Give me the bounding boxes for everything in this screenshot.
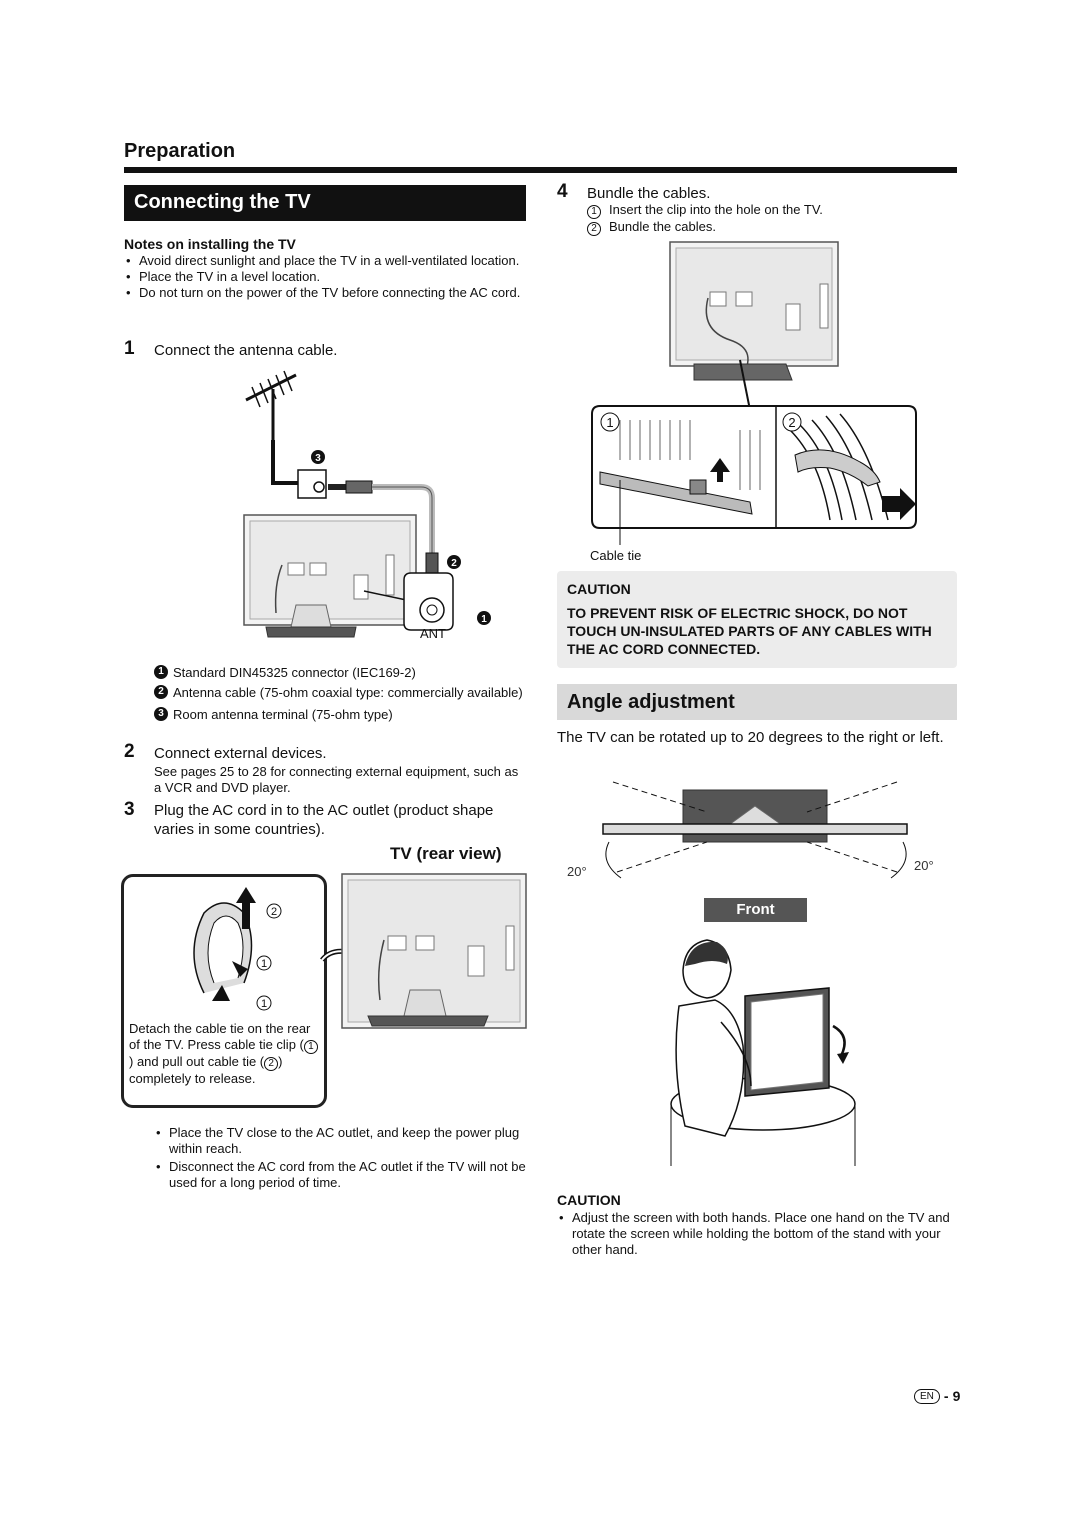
detach-num: 1 (303, 1040, 318, 1054)
connecting-title: Connecting the TV (134, 191, 311, 213)
angle-title-bar: Angle adjustment (557, 684, 957, 720)
caution-text: TO PREVENT RISK OF ELECTRIC SHOCK, DO NO… (567, 605, 932, 657)
list-item: 2 Bundle the cables. (587, 219, 957, 236)
list-item: Disconnect the AC cord from the AC outle… (154, 1159, 526, 1191)
substep-text: Insert the clip into the hole on the TV. (609, 202, 823, 217)
legend-marker: 1 (154, 665, 168, 679)
antenna-icon (245, 370, 316, 485)
notes-heading: Notes on installing the TV (124, 236, 296, 252)
list-item: 1 Insert the clip into the hole on the TV… (587, 202, 957, 219)
person-rotating-tv-illustration (670, 939, 856, 1166)
caution-heading: CAUTION (567, 581, 631, 597)
angle-right-label: 20° (914, 858, 934, 873)
cable-tie-label: Cable tie (590, 548, 642, 563)
zoom-label-1: 1 (606, 415, 613, 430)
substep-text: Bundle the cables. (609, 219, 716, 234)
list-item: Do not turn on the power of the TV befor… (124, 285, 526, 301)
substep-marker: 1 (587, 205, 601, 219)
section-title: Preparation (124, 140, 236, 162)
legend-text: Standard DIN45325 connector (IEC169-2) (173, 665, 416, 680)
rotation-diagram: 20° 20° (567, 781, 934, 879)
step-number: 2 (124, 741, 135, 762)
callout-1: 1 (261, 998, 267, 1010)
marker-3: 3 (315, 453, 321, 464)
legend-marker: 3 (154, 707, 168, 721)
angle-left-label: 20° (567, 864, 587, 879)
power-notes-list: Place the TV close to the AC outlet, and… (154, 1125, 526, 1191)
bundle-cables-illustration: 1 2 (591, 241, 917, 545)
step-number: 4 (557, 181, 568, 202)
marker-2: 2 (451, 558, 457, 569)
bundle-substeps: 1 Insert the clip into the hole on the TV… (587, 202, 957, 236)
language-badge: EN (914, 1388, 940, 1404)
page-separator: - (943, 1388, 949, 1404)
section-rule (124, 167, 957, 173)
rear-view-label: TV (rear view) (390, 844, 502, 863)
antenna-legend: 1 Standard DIN45325 connector (IEC169-2)… (154, 665, 526, 723)
detach-text: ) and pull out cable tie ( (129, 1054, 265, 1069)
page-footer: EN - 9 (914, 1388, 960, 1404)
step-text: Bundle the cables. (587, 185, 711, 202)
cable-tie-detach-box: 2 1 1 Detach the cable tie on the rear o… (121, 874, 327, 1108)
shock-caution-box: CAUTION TO PREVENT RISK OF ELECTRIC SHOC… (557, 571, 957, 668)
zoom-label-2: 2 (788, 415, 795, 430)
connecting-title-bar: Connecting the TV (124, 185, 526, 221)
callout-2: 2 (271, 906, 277, 918)
front-label: Front (704, 898, 807, 922)
angle-caution-heading: CAUTION (557, 1192, 621, 1208)
detach-text: ) completely to release. (129, 1054, 283, 1086)
legend-item: 1 Standard DIN45325 connector (IEC169-2) (154, 665, 526, 681)
cable-tie-illustration: 2 1 1 (193, 887, 282, 1011)
legend-marker: 2 (154, 685, 168, 699)
legend-item: 3 Room antenna terminal (75-ohm type) (154, 707, 526, 723)
step-note: See pages 25 to 28 for connecting extern… (154, 764, 519, 795)
substep-marker: 2 (587, 222, 601, 236)
notes-list: Avoid direct sunlight and place the TV i… (124, 253, 526, 301)
step-number: 1 (124, 338, 135, 359)
list-item: Place the TV close to the AC outlet, and… (154, 1125, 526, 1157)
antenna-connection-illustration: ANT 3 2 1 (243, 370, 491, 641)
step-text: Connect external devices. (154, 745, 327, 762)
step-text: Plug the AC cord in to the AC outlet (pr… (154, 802, 494, 838)
tv-rear-view-illustration (320, 873, 527, 1029)
detach-num: 2 (264, 1057, 279, 1071)
list-item: Place the TV in a level location. (124, 269, 526, 285)
angle-title: Angle adjustment (567, 691, 735, 713)
legend-text: Room antenna terminal (75-ohm type) (173, 707, 393, 722)
angle-caution-list: Adjust the screen with both hands. Place… (557, 1210, 957, 1258)
legend-item: 2 Antenna cable (75-ohm coaxial type: co… (154, 685, 526, 701)
ant-label: ANT (420, 626, 446, 641)
step-text: Connect the antenna cable. (154, 342, 338, 359)
marker-1: 1 (481, 614, 487, 625)
angle-intro: The TV can be rotated up to 20 degrees t… (557, 729, 944, 746)
detach-text: Detach the cable tie on the rear of the … (129, 1021, 311, 1052)
list-item: Adjust the screen with both hands. Place… (557, 1210, 957, 1258)
legend-text: Antenna cable (75-ohm coaxial type: comm… (173, 685, 523, 700)
detach-instructions: Detach the cable tie on the rear of the … (129, 1021, 321, 1087)
callout-1: 1 (261, 958, 267, 970)
page-number: 9 (952, 1388, 961, 1404)
list-item: Avoid direct sunlight and place the TV i… (124, 253, 526, 269)
step-number: 3 (124, 799, 135, 820)
